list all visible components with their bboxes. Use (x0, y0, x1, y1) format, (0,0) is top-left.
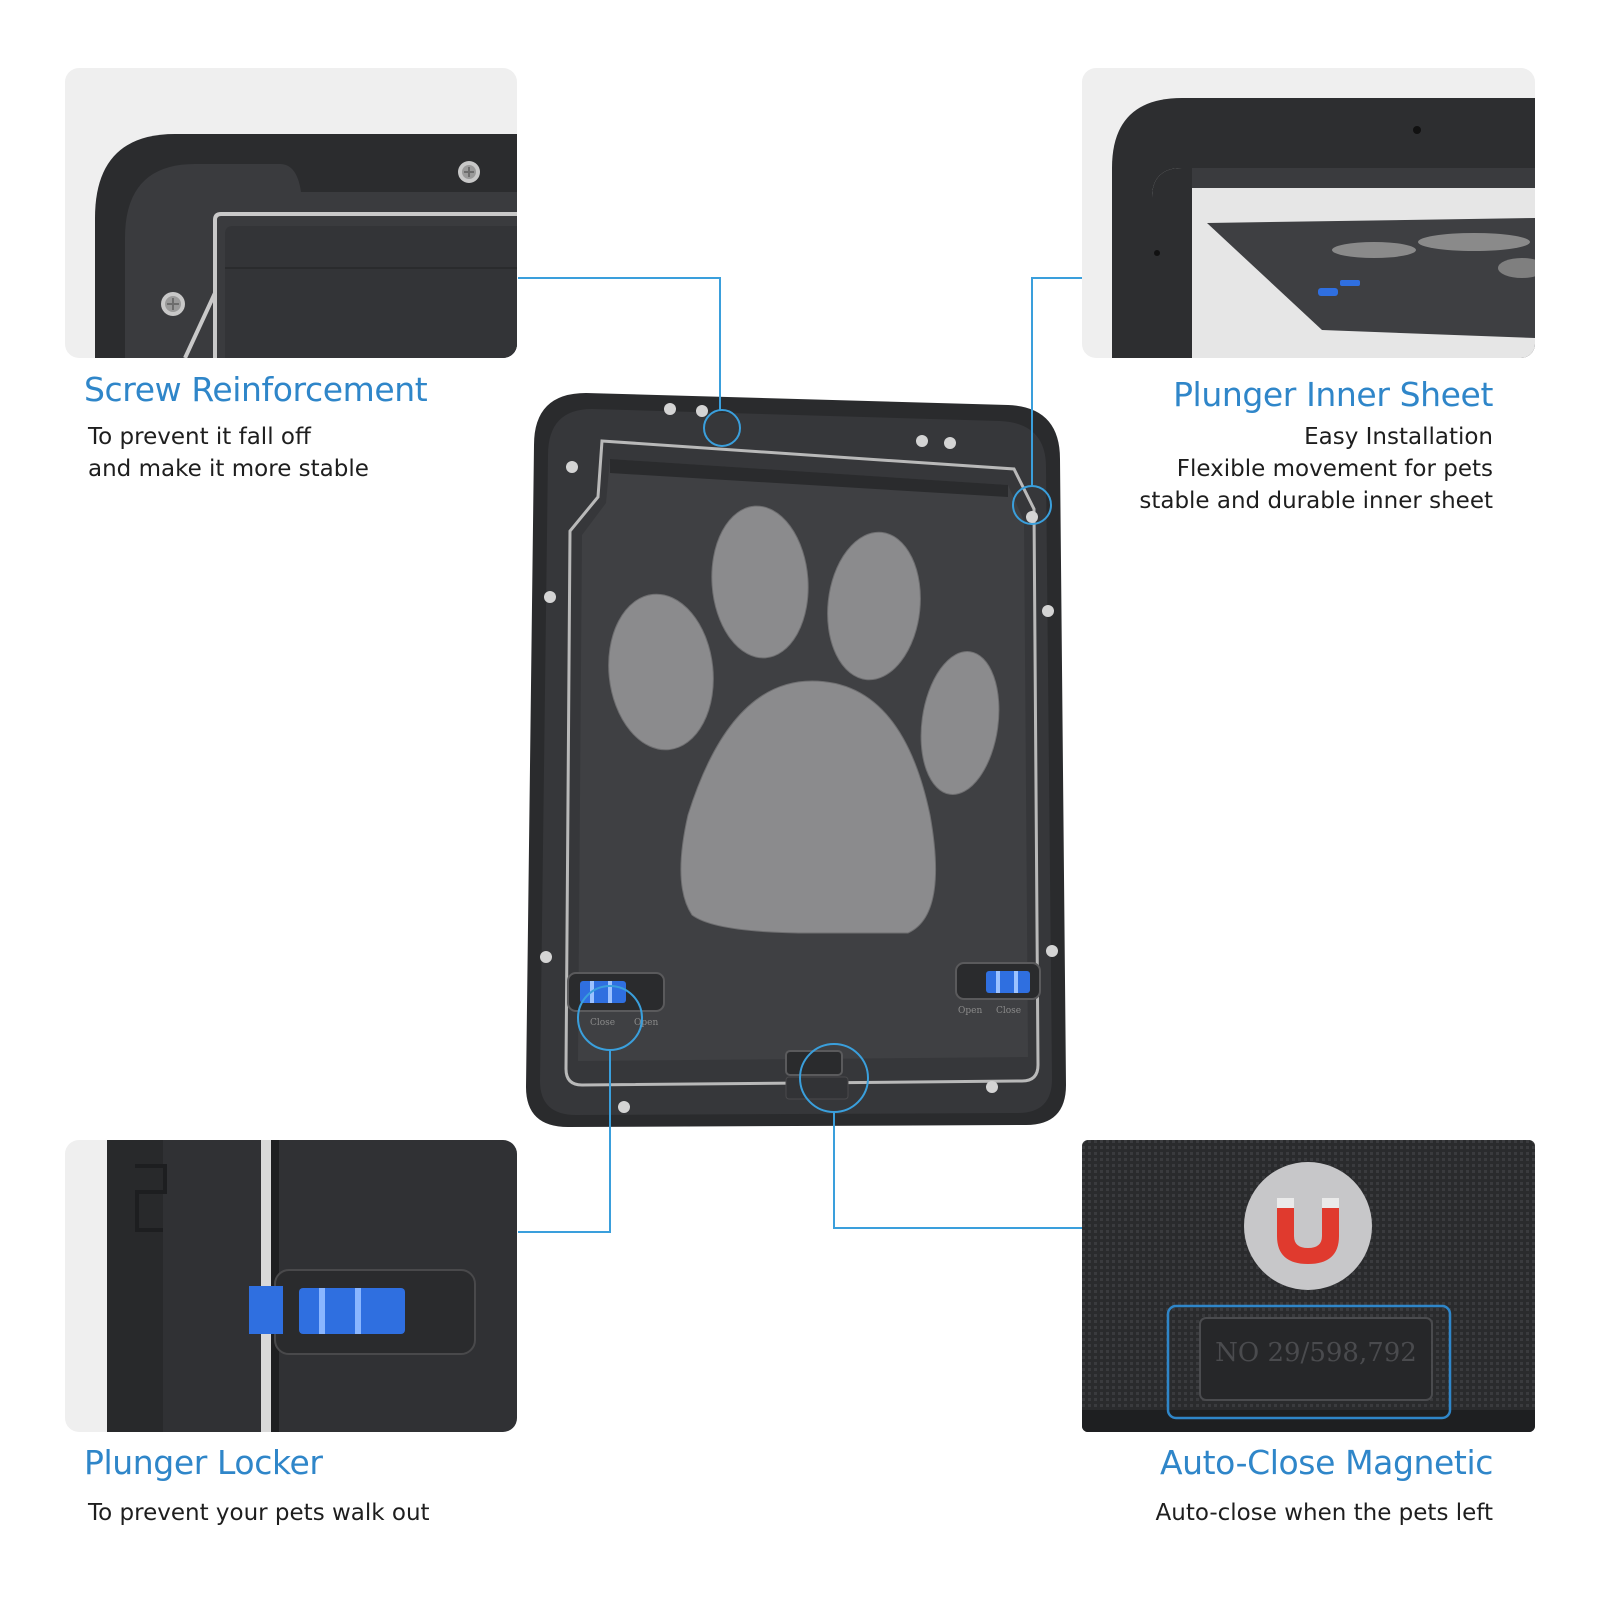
left-lock-label-open: Open (634, 1018, 658, 1028)
plunger-locker-description: To prevent your pets walk out (88, 1497, 430, 1529)
auto-close-magnetic-title: Auto-Close Magnetic (1159, 1443, 1493, 1482)
screw-icon (696, 405, 708, 417)
right-lock-label-close: Close (996, 1006, 1021, 1016)
screw-icon (916, 435, 928, 447)
slide-lock-icon (955, 962, 1041, 1000)
magnet-closeup-photo: NO 29/598,792 (1082, 1140, 1535, 1432)
screw-icon (544, 591, 556, 603)
screw-reinforcement-title: Screw Reinforcement (84, 370, 428, 409)
screw-icon (161, 292, 185, 316)
patent-number-label: NO 29/598,792 (1215, 1338, 1417, 1368)
plunger-inner-sheet-description: Easy Installation Flexible movement for … (1139, 421, 1493, 517)
plunger-inner-sheet-title: Plunger Inner Sheet (1173, 375, 1493, 414)
plunger-locker-closeup-photo (65, 1140, 517, 1432)
screw-icon (458, 161, 480, 183)
screw-icon (986, 1081, 998, 1093)
left-lock-label-close: Close (590, 1018, 615, 1028)
description-line: To prevent it fall off (88, 424, 311, 450)
description-line: Auto-close when the pets left (1155, 1500, 1493, 1526)
screw-icon (944, 437, 956, 449)
screw-icon (1042, 605, 1054, 617)
description-line: Easy Installation (1304, 424, 1493, 450)
inner-sheet-closeup-photo (1082, 68, 1535, 358)
screw-icon (540, 951, 552, 963)
auto-close-magnetic-description: Auto-close when the pets left (1156, 1497, 1493, 1529)
description-line: To prevent your pets walk out (88, 1500, 430, 1526)
screw-icon (618, 1101, 630, 1113)
plunger-locker-title: Plunger Locker (84, 1443, 323, 1482)
description-line: stable and durable inner sheet (1139, 488, 1493, 514)
paw-print-icon (608, 505, 1000, 934)
description-line: and make it more stable (88, 456, 369, 482)
screw-icon (1046, 945, 1058, 957)
screw-icon (664, 403, 676, 415)
screw-icon (1026, 511, 1038, 523)
screw-reinforcement-description: To prevent it fall off and make it more … (88, 421, 369, 485)
slide-lock-icon (567, 972, 665, 1012)
right-lock-label-open: Open (958, 1006, 982, 1016)
magnet-icon (1244, 1162, 1372, 1290)
screw-icon (566, 461, 578, 473)
screw-closeup-photo (65, 68, 517, 358)
pet-door-product: Close Open Open Close (520, 385, 1080, 1145)
description-line: Flexible movement for pets (1176, 456, 1493, 482)
